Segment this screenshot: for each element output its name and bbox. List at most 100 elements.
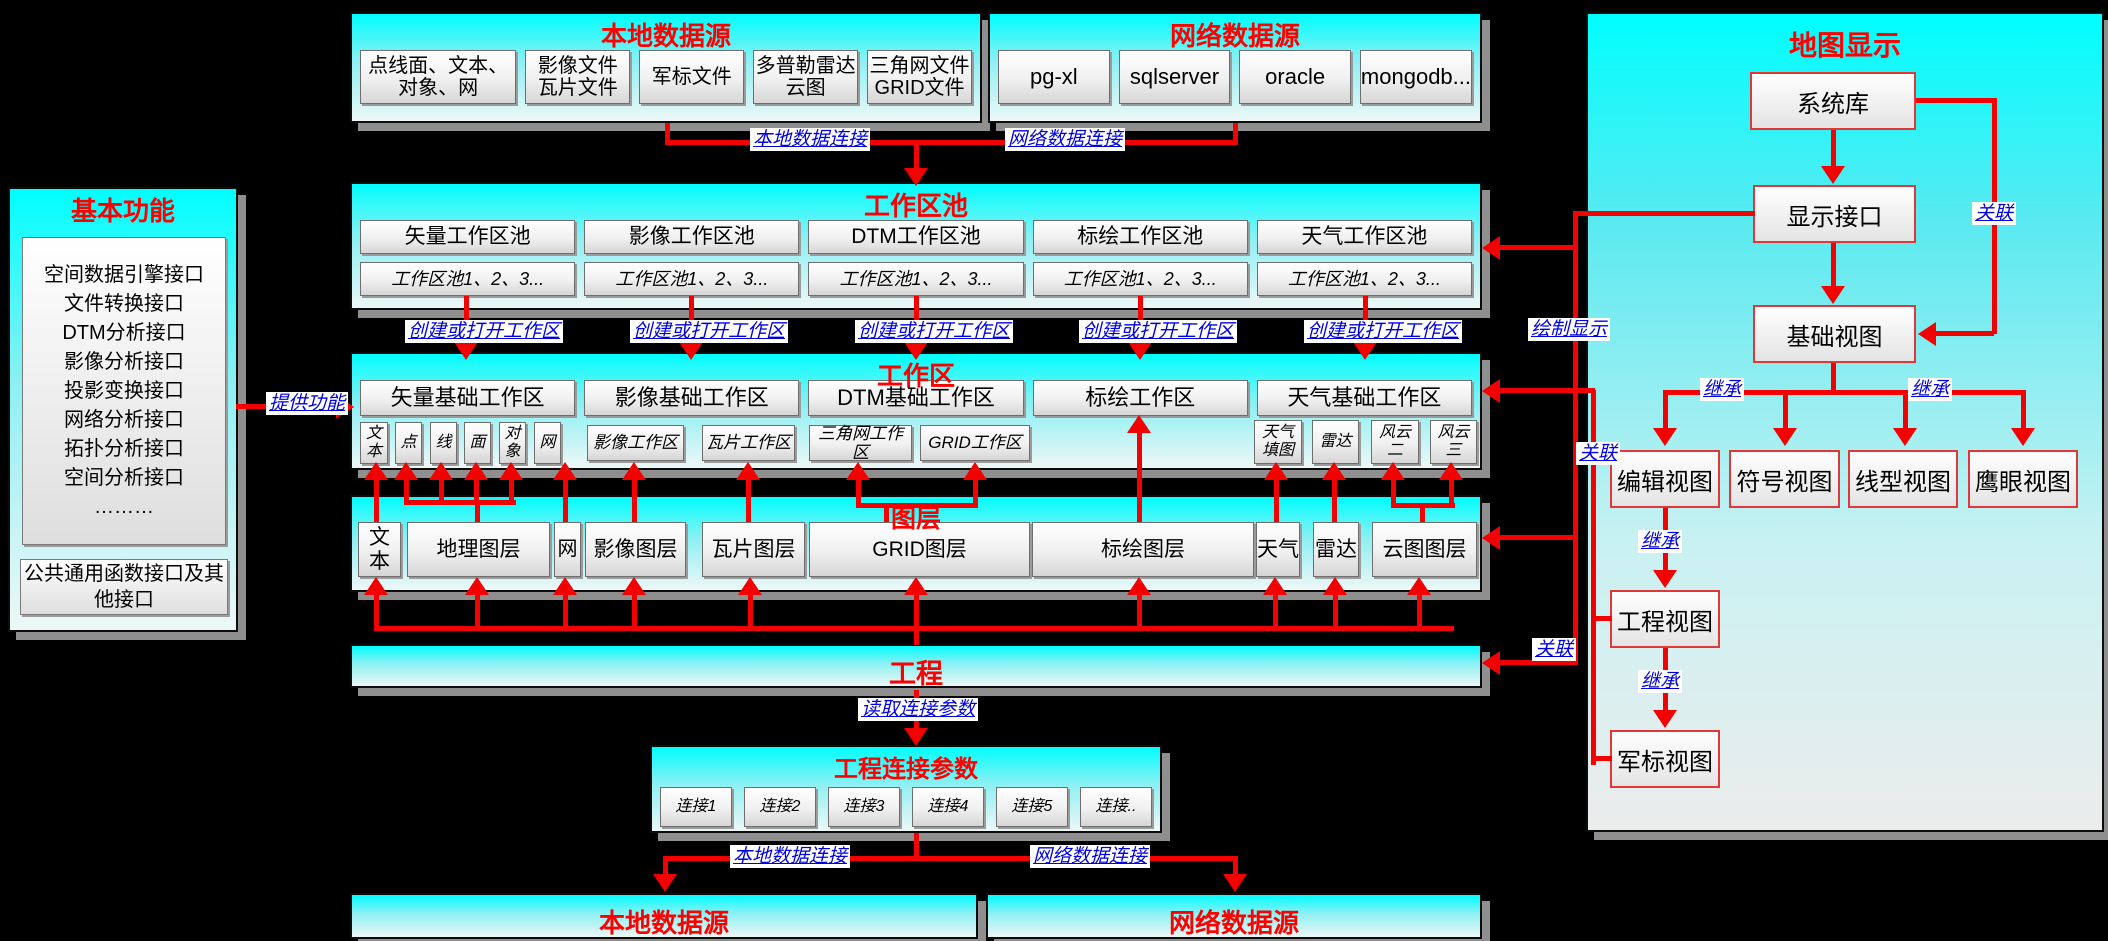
connector-line: [1663, 390, 1668, 430]
workspace-sub-item: 天气填图: [1254, 420, 1302, 464]
connector-line: [1332, 477, 1337, 522]
arrowhead: [904, 577, 928, 595]
datasource-item: 三角网文件 GRID文件: [867, 50, 972, 104]
pool-instances: 工作区池1、2、3...: [1032, 262, 1248, 296]
map-display-title: 地图显示: [1788, 30, 1901, 61]
datasource-item: mongodb...: [1359, 50, 1472, 104]
node-display-interface: 显示接口: [1753, 185, 1916, 243]
bottom-network-datasource-bar: 网络数据源: [986, 893, 1482, 939]
interface-item: 拓扑分析接口: [64, 437, 184, 460]
arrowhead: [1918, 322, 1936, 346]
connector-line: [1916, 98, 1997, 103]
label-local-conn: 本地数据连接: [750, 128, 871, 151]
conn-item: 连接4: [912, 787, 984, 827]
arrowhead: [1323, 577, 1347, 595]
arrowhead: [1223, 874, 1247, 892]
node-base-view: 基础视图: [1753, 305, 1916, 363]
interface-item: 影像分析接口: [64, 350, 184, 373]
connector-line: [374, 592, 379, 628]
interface-item: 网络分析接口: [64, 408, 184, 431]
arrowhead: [454, 342, 478, 360]
arrowhead: [1482, 651, 1500, 675]
layer-item: 天气: [1256, 522, 1300, 577]
label-inherit: 继承: [1638, 530, 1683, 553]
workspace-item: 天气基础工作区: [1256, 380, 1473, 416]
connector-line: [748, 592, 753, 628]
connector-line: [1576, 388, 1595, 393]
interface-item: 空间分析接口: [64, 466, 184, 489]
connector-line: [1498, 660, 1577, 665]
map-display-panel: 地图显示: [1586, 12, 2104, 832]
connector-line: [665, 140, 1238, 145]
arrowhead: [1439, 462, 1463, 480]
layers-title: 图层: [890, 505, 941, 533]
connector-line: [404, 477, 409, 503]
workspace-sub-item: 面: [464, 422, 491, 464]
connector-line: [1573, 211, 1578, 665]
connector-line: [475, 592, 480, 628]
workspace-panel: 工作区 矢量基础工作区 影像基础工作区 DTM基础工作区 标绘工作区 天气基础工…: [350, 352, 1482, 470]
basic-functions-title: 基本功能: [70, 196, 175, 226]
arrowhead: [1127, 415, 1151, 433]
workspace-pool-title: 工作区池: [863, 191, 968, 221]
label-read-conn: 读取连接参数: [858, 698, 979, 721]
layer-item: 网: [554, 522, 581, 577]
layers-panel: 图层 文本 地理图层 网 影像图层 瓦片图层 GRID图层 标绘图层 天气 雷达…: [350, 495, 1482, 592]
conn-item: 连接5: [996, 787, 1068, 827]
node-linetype-view: 线型视图: [1848, 450, 1958, 508]
connector-line: [374, 477, 379, 522]
connector-line: [856, 477, 861, 506]
connector-line: [1137, 430, 1142, 522]
label-net-conn: 网络数据连接: [1030, 845, 1151, 868]
workspace-sub-item: 点: [395, 422, 422, 464]
layer-item: 雷达: [1313, 522, 1359, 577]
arrowhead: [622, 462, 646, 480]
interface-item: DTM分析接口: [62, 321, 186, 344]
workspace-sub-item: 影像工作区: [587, 425, 684, 461]
bottom-local-title: 本地数据源: [598, 908, 729, 938]
project-bar: 工程: [350, 644, 1482, 689]
label-inherit: 继承: [1700, 378, 1745, 401]
pool-item: 标绘工作区池: [1032, 220, 1248, 254]
pool-item: 影像工作区池: [584, 220, 800, 254]
layer-item: 影像图层: [585, 522, 686, 577]
connector-line: [374, 626, 1454, 631]
label-create-open: 创建或打开工作区: [630, 320, 789, 343]
connector-line: [914, 833, 919, 861]
arrowhead: [679, 342, 703, 360]
connector-line: [1498, 245, 1577, 250]
local-datasource-title: 本地数据源: [600, 21, 731, 51]
arrowhead: [364, 462, 388, 480]
workspace-sub-item: 风云三: [1430, 420, 1477, 464]
connector-line: [563, 477, 568, 522]
label-create-open: 创建或打开工作区: [1304, 320, 1463, 343]
pool-instances: 工作区池1、2、3...: [360, 262, 576, 296]
node-symbol-view: 符号视图: [1729, 450, 1840, 508]
layer-item: 云图图层: [1372, 522, 1477, 577]
connector-line: [1420, 505, 1425, 522]
arrowhead: [429, 462, 453, 480]
datasource-item: 点线面、文本、对象、网: [360, 50, 517, 104]
arrowhead: [1893, 428, 1917, 446]
arrowhead: [1407, 577, 1431, 595]
arrowhead: [963, 462, 987, 480]
connector-line: [856, 503, 978, 508]
conn-params-panel: 工程连接参数 连接1 连接2 连接3 连接4 连接5 连接..: [650, 745, 1162, 833]
pool-item: 天气工作区池: [1256, 220, 1473, 254]
workspace-item: 影像基础工作区: [584, 380, 800, 416]
basic-functions-list: 空间数据引擎接口 文件转换接口 DTM分析接口 影像分析接口 投影变换接口 网络…: [22, 237, 226, 545]
arrowhead: [1128, 342, 1152, 360]
connector-line: [474, 477, 479, 503]
datasource-item: 军标文件: [639, 50, 745, 104]
label-create-open: 创建或打开工作区: [405, 320, 564, 343]
workspace-pool-panel: 工作区池 矢量工作区池 影像工作区池 DTM工作区池 标绘工作区池 天气工作区池…: [350, 182, 1482, 310]
datasource-item: oracle: [1239, 50, 1351, 104]
connector-line: [1498, 535, 1577, 540]
arrowhead: [1482, 526, 1500, 550]
connector-line: [663, 856, 1238, 861]
connector-line: [1783, 390, 1788, 430]
node-eagle-eye-view: 鹰眼视图: [1968, 450, 2078, 508]
arrowhead: [499, 462, 523, 480]
datasource-item: 多普勒雷达 云图: [753, 50, 859, 104]
pool-item: 矢量工作区池: [360, 220, 576, 254]
